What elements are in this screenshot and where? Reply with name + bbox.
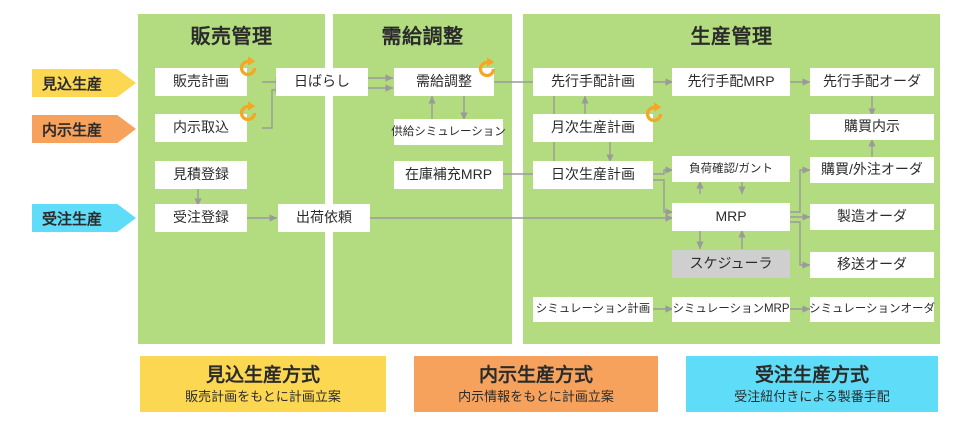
legend-title: 見込生産方式 — [205, 365, 320, 387]
node-simulation-plan[interactable]: シミュレーション計画 — [533, 297, 653, 322]
node-label: 在庫補充MRP — [404, 166, 493, 183]
node-label: シミュレーションオーダ — [808, 303, 936, 316]
node-load-check-gantt[interactable]: 負荷確認/ガント — [672, 156, 790, 182]
node-quotation-register[interactable]: 見積登録 — [155, 161, 247, 189]
legend-subtitle: 受注紐付きによる製番手配 — [734, 388, 890, 404]
cycle-icon-forecast-import — [235, 100, 261, 126]
node-supply-demand-adjust[interactable]: 需給調整 — [394, 68, 494, 96]
node-label: 出荷依頼 — [296, 209, 352, 226]
node-order-register[interactable]: 受注登録 — [155, 204, 247, 232]
node-label: 販売計画 — [173, 73, 229, 90]
legend-card-forecast-production[interactable]: 内示生産方式 内示情報をもとに計画立案 — [414, 356, 658, 412]
node-stock-replenishment-mrp[interactable]: 在庫補充MRP — [394, 161, 503, 189]
legend-card-make-to-order[interactable]: 受注生産方式 受注紐付きによる製番手配 — [686, 356, 938, 412]
node-supply-simulation[interactable]: 供給シミュレーション — [391, 119, 506, 145]
node-label: 購買内示 — [844, 118, 900, 135]
node-purchase-forecast[interactable]: 購買内示 — [810, 114, 934, 140]
node-day-spread[interactable]: 日ばらし — [276, 68, 368, 96]
node-advance-arrangement-order[interactable]: 先行手配オーダ — [810, 68, 934, 96]
panel-title-sales-management: 販売管理 — [190, 26, 273, 48]
node-label: 見積登録 — [173, 166, 229, 183]
node-mrp[interactable]: MRP — [672, 203, 790, 231]
node-label: 先行手配MRP — [687, 73, 775, 90]
node-label: 負荷確認/ガント — [689, 162, 773, 175]
legend-subtitle: 内示情報をもとに計画立案 — [458, 388, 614, 404]
node-label: 先行手配計画 — [551, 73, 635, 90]
node-label: 購買/外注オーダ — [821, 161, 923, 178]
node-label: 日ばらし — [294, 73, 350, 90]
cycle-icon-supply-demand-adjust — [474, 56, 500, 82]
category-label-make-to-order: 受注生産 — [42, 210, 103, 228]
node-simulation-mrp[interactable]: シミュレーションMRP — [672, 297, 790, 322]
legend-title: 受注生産方式 — [754, 365, 869, 387]
category-label-forecast-production: 内示生産 — [42, 121, 103, 139]
node-label: 日次生産計画 — [551, 166, 635, 183]
node-label: スケジューラ — [689, 255, 773, 272]
legend-title: 内示生産方式 — [478, 365, 593, 387]
cycle-icon-sales-plan — [235, 55, 261, 81]
node-monthly-production-plan[interactable]: 月次生産計画 — [533, 114, 653, 142]
node-label: 供給シミュレーション — [391, 125, 506, 138]
node-forecast-import[interactable]: 内示取込 — [155, 114, 247, 142]
category-forecast-production[interactable]: 内示生産 — [32, 115, 136, 143]
node-label: シミュレーション計画 — [535, 303, 651, 316]
node-label: 先行手配オーダ — [823, 73, 921, 90]
node-label: MRP — [715, 208, 747, 225]
node-label: 内示取込 — [173, 119, 229, 136]
legend-subtitle: 販売計画をもとに計画立案 — [185, 388, 341, 404]
node-transfer-order[interactable]: 移送オーダ — [810, 252, 934, 278]
panel-title-production-management: 生産管理 — [690, 26, 773, 48]
node-sales-plan[interactable]: 販売計画 — [155, 68, 247, 96]
cycle-icon-monthly-production-plan — [641, 101, 667, 127]
node-scheduler[interactable]: スケジューラ — [672, 250, 790, 278]
category-label-make-to-stock: 見込生産 — [42, 75, 103, 93]
node-label: 製造オーダ — [837, 208, 907, 225]
panel-title-supply-demand-adjustment: 需給調整 — [381, 26, 464, 48]
category-make-to-stock[interactable]: 見込生産 — [32, 69, 136, 97]
node-label: 移送オーダ — [837, 256, 907, 273]
node-label: シミュレーションMRP — [672, 303, 790, 316]
node-advance-arrangement-mrp[interactable]: 先行手配MRP — [672, 68, 790, 96]
node-label: 需給調整 — [416, 73, 472, 90]
node-label: 月次生産計画 — [551, 119, 635, 136]
node-shipping-request[interactable]: 出荷依頼 — [278, 204, 370, 232]
legend-card-make-to-stock[interactable]: 見込生産方式 販売計画をもとに計画立案 — [140, 356, 386, 412]
node-label: 受注登録 — [173, 209, 229, 226]
node-daily-production-plan[interactable]: 日次生産計画 — [533, 161, 653, 189]
node-simulation-order[interactable]: シミュレーションオーダ — [808, 297, 936, 322]
node-purchase-outsource-order[interactable]: 購買/外注オーダ — [810, 157, 934, 183]
category-make-to-order[interactable]: 受注生産 — [32, 204, 136, 232]
node-advance-arrangement-plan[interactable]: 先行手配計画 — [533, 68, 653, 96]
node-manufacturing-order[interactable]: 製造オーダ — [810, 204, 934, 230]
